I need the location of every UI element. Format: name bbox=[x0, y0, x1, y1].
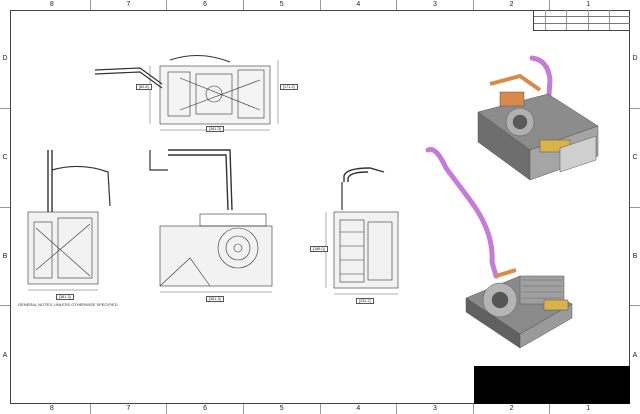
zone-col-label: 5 bbox=[242, 0, 320, 10]
dim-front-width: [381.3] bbox=[206, 296, 224, 302]
revision-cell bbox=[608, 10, 630, 16]
zone-col-label: 3 bbox=[396, 0, 473, 10]
zone-col-label: 8 bbox=[49, 1, 54, 8]
dim-right-width: [232.2] bbox=[356, 298, 374, 304]
front-view bbox=[149, 149, 273, 293]
revision-table bbox=[533, 10, 630, 31]
zone-col-label: 6 bbox=[166, 404, 243, 414]
drawing-frame bbox=[10, 10, 630, 404]
zone-col-label: 2 bbox=[472, 404, 550, 414]
revision-cell bbox=[545, 10, 566, 16]
revision-row bbox=[534, 16, 630, 23]
revision-cell bbox=[545, 24, 566, 30]
zone-col-label: 5 bbox=[242, 404, 320, 414]
dim-top-left: [80.8] bbox=[136, 84, 152, 90]
zone-row-label: A bbox=[0, 305, 10, 404]
zone-col-label: 1 bbox=[549, 404, 626, 414]
dim-right-height: [188.0] bbox=[310, 246, 328, 252]
revision-cell bbox=[566, 24, 587, 30]
right-view bbox=[325, 167, 399, 295]
zone-col-label: 8 bbox=[49, 405, 54, 412]
revision-row bbox=[534, 23, 630, 30]
revision-row bbox=[534, 10, 630, 16]
revision-cell bbox=[608, 17, 630, 23]
zone-row-label: D bbox=[632, 55, 638, 63]
zone-row-label: B bbox=[0, 206, 10, 306]
isometric-view-lower bbox=[425, 146, 573, 349]
zone-row-label: C bbox=[630, 107, 640, 207]
revision-cell bbox=[545, 17, 566, 23]
dim-left-width: [381.3] bbox=[56, 294, 74, 300]
zone-col-label: 6 bbox=[166, 0, 243, 10]
revision-cell bbox=[566, 10, 587, 16]
revision-cell bbox=[566, 17, 587, 23]
title-block bbox=[474, 366, 630, 404]
dim-top-height: [171.2] bbox=[280, 84, 298, 90]
left-view bbox=[27, 150, 111, 291]
revision-cell bbox=[587, 24, 609, 30]
zone-row-label: B bbox=[630, 206, 640, 306]
revision-cell bbox=[587, 10, 609, 16]
notes-title: GENERAL NOTES: UNLESS OTHERWISE SPECIFIE… bbox=[18, 302, 118, 307]
zone-col-label: 1 bbox=[549, 0, 626, 10]
zone-row-label: A bbox=[630, 305, 640, 404]
zone-row-label: D bbox=[2, 55, 8, 63]
general-notes: GENERAL NOTES: UNLESS OTHERWISE SPECIFIE… bbox=[18, 302, 488, 309]
zone-col-label: 4 bbox=[319, 0, 397, 10]
isometric-view-upper bbox=[477, 55, 599, 181]
revision-cell bbox=[608, 24, 630, 30]
zone-row-label: C bbox=[0, 107, 10, 207]
zone-col-label: 3 bbox=[396, 404, 473, 414]
dim-top-width: [381.3] bbox=[206, 126, 224, 132]
zone-col-label: 7 bbox=[89, 404, 167, 414]
zone-col-label: 7 bbox=[89, 0, 167, 10]
revision-cell bbox=[587, 17, 609, 23]
top-view bbox=[94, 55, 279, 131]
zone-col-label: 2 bbox=[472, 0, 550, 10]
zone-col-label: 4 bbox=[319, 404, 397, 414]
